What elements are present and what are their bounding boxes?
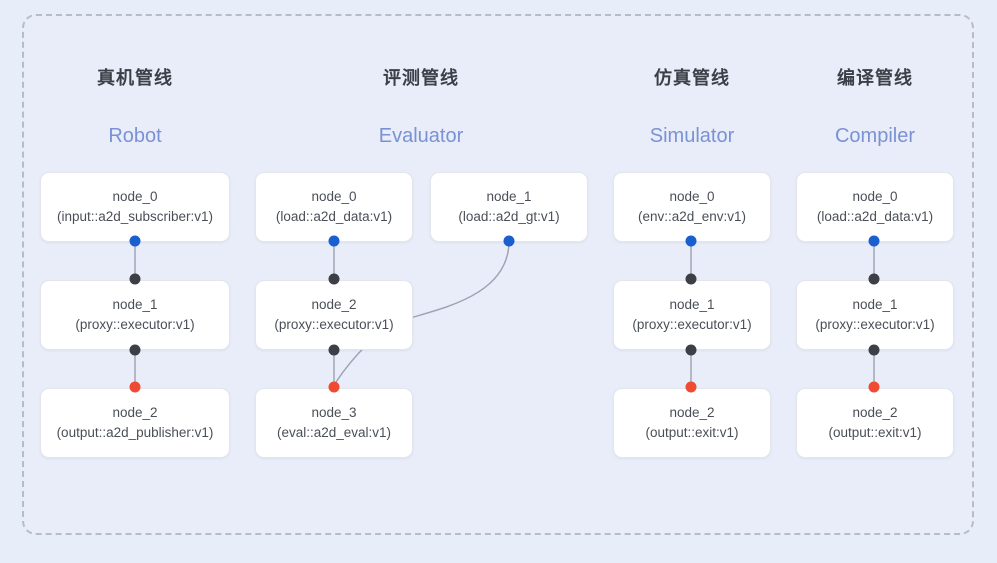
node-card-simulator-1[interactable]: node_1 (proxy::executor:v1) — [613, 280, 771, 350]
port-input-robot-2[interactable] — [129, 381, 141, 393]
port-output-evaluator-2[interactable] — [328, 344, 340, 356]
node-card-robot-0[interactable]: node_0 (input::a2d_subscriber:v1) — [40, 172, 230, 242]
node-id: node_1 — [486, 189, 532, 204]
node-id: node_2 — [112, 405, 158, 420]
node-type: (load::a2d_data:v1) — [816, 209, 934, 224]
port-output-evaluator-gt[interactable] — [503, 235, 515, 247]
node-card-evaluator-3[interactable]: node_3 (eval::a2d_eval:v1) — [255, 388, 413, 458]
column-title-en-evaluator: Evaluator — [378, 125, 464, 147]
node-id: node_0 — [852, 189, 898, 204]
port-output-simulator-1[interactable] — [685, 344, 697, 356]
node-type: (load::a2d_data:v1) — [275, 209, 393, 224]
port-input-simulator-2[interactable] — [685, 381, 697, 393]
port-input-evaluator-2[interactable] — [328, 273, 340, 285]
node-card-compiler-0[interactable]: node_0 (load::a2d_data:v1) — [796, 172, 954, 242]
port-output-compiler-1[interactable] — [868, 344, 880, 356]
port-input-evaluator-3[interactable] — [328, 381, 340, 393]
node-card-evaluator-0[interactable]: node_0 (load::a2d_data:v1) — [255, 172, 413, 242]
node-card-robot-2[interactable]: node_2 (output::a2d_publisher:v1) — [40, 388, 230, 458]
node-type: (proxy::executor:v1) — [632, 317, 752, 332]
node-type: (proxy::executor:v1) — [75, 317, 195, 332]
node-type: (output::a2d_publisher:v1) — [56, 425, 214, 440]
node-id: node_1 — [112, 297, 158, 312]
node-type: (input::a2d_subscriber:v1) — [56, 209, 214, 224]
port-output-simulator-0[interactable] — [685, 235, 697, 247]
port-output-compiler-0[interactable] — [868, 235, 880, 247]
column-title-en-compiler: Compiler — [834, 125, 916, 147]
node-id: node_0 — [669, 189, 715, 204]
column-title-cn-robot: 真机管线 — [97, 68, 173, 88]
node-type: (proxy::executor:v1) — [274, 317, 394, 332]
column-title-cn-compiler: 编译管线 — [837, 68, 913, 88]
node-card-compiler-2[interactable]: node_2 (output::exit:v1) — [796, 388, 954, 458]
node-id: node_3 — [311, 405, 357, 420]
port-input-robot-1[interactable] — [129, 273, 141, 285]
node-type: (output::exit:v1) — [828, 425, 922, 440]
node-type: (env::a2d_env:v1) — [637, 209, 747, 224]
node-card-evaluator-2[interactable]: node_2 (proxy::executor:v1) — [255, 280, 413, 350]
column-title-cn-simulator: 仿真管线 — [654, 68, 730, 88]
node-card-compiler-1[interactable]: node_1 (proxy::executor:v1) — [796, 280, 954, 350]
node-type: (proxy::executor:v1) — [815, 317, 935, 332]
node-id: node_2 — [852, 405, 898, 420]
port-output-robot-1[interactable] — [129, 344, 141, 356]
node-id: node_0 — [311, 189, 357, 204]
port-output-robot-0[interactable] — [129, 235, 141, 247]
column-title-en-robot: Robot — [108, 125, 162, 147]
node-id: node_2 — [311, 297, 357, 312]
node-card-simulator-2[interactable]: node_2 (output::exit:v1) — [613, 388, 771, 458]
port-input-compiler-2[interactable] — [868, 381, 880, 393]
node-id: node_0 — [112, 189, 158, 204]
node-card-evaluator-gt[interactable]: node_1 (load::a2d_gt:v1) — [430, 172, 588, 242]
node-id: node_1 — [669, 297, 715, 312]
node-type: (load::a2d_gt:v1) — [458, 209, 560, 224]
port-output-evaluator-0[interactable] — [328, 235, 340, 247]
port-input-compiler-1[interactable] — [868, 273, 880, 285]
column-title-en-simulator: Simulator — [649, 125, 735, 147]
column-title-cn-evaluator: 评测管线 — [383, 68, 459, 88]
port-input-simulator-1[interactable] — [685, 273, 697, 285]
node-id: node_1 — [852, 297, 898, 312]
node-card-robot-1[interactable]: node_1 (proxy::executor:v1) — [40, 280, 230, 350]
node-id: node_2 — [669, 405, 715, 420]
node-type: (output::exit:v1) — [645, 425, 739, 440]
node-type: (eval::a2d_eval:v1) — [276, 425, 392, 440]
node-card-simulator-0[interactable]: node_0 (env::a2d_env:v1) — [613, 172, 771, 242]
